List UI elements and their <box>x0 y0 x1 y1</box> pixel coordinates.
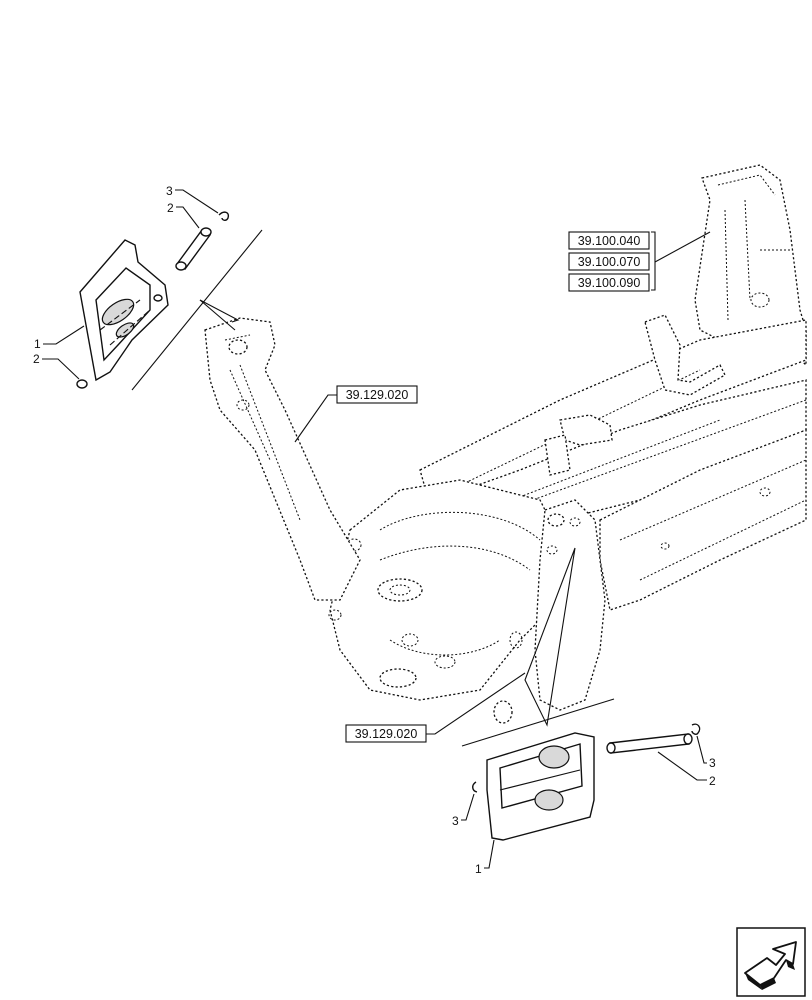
lower-pin <box>606 733 693 754</box>
reference-label[interactable]: 39.129.020 <box>355 727 418 741</box>
bracket-line <box>651 231 656 291</box>
reference-label[interactable]: 39.100.070 <box>578 255 641 269</box>
chassis-frame <box>204 164 807 724</box>
reference-box[interactable] <box>568 273 650 292</box>
reference-group-upper-left: 39.129.020 <box>294 385 418 443</box>
reference-label[interactable]: 39.100.040 <box>578 234 641 248</box>
callout-1-upper: 1 <box>34 337 41 351</box>
reference-label[interactable]: 39.100.090 <box>578 276 641 290</box>
lower-bracket-assembly <box>486 732 595 841</box>
upper-bracket-assembly <box>79 239 169 382</box>
lower-clips <box>472 723 701 793</box>
upper-clip <box>218 211 230 221</box>
reference-group-lower: 39.129.020 <box>345 672 526 743</box>
callout-3-lower-right: 3 <box>709 756 716 770</box>
leader-line <box>654 231 711 263</box>
reference-label[interactable]: 39.129.020 <box>346 388 409 402</box>
next-page-arrow-icon[interactable] <box>736 927 806 997</box>
callout-1-lower: 1 <box>475 862 482 876</box>
reference-group-top-right: 39.100.040 39.100.070 39.100.090 <box>568 231 711 292</box>
reference-box[interactable] <box>568 252 650 271</box>
callout-2-lower-right: 2 <box>709 774 716 788</box>
reference-box[interactable] <box>568 231 650 250</box>
upper-lower-clip <box>76 379 88 389</box>
callouts: 3 2 1 2 3 2 3 1 <box>33 184 716 876</box>
section-lines <box>131 229 615 747</box>
upper-pin <box>175 227 212 271</box>
callout-2-upper-bottom: 2 <box>33 352 40 366</box>
callout-3-upper: 3 <box>166 184 173 198</box>
callout-2-upper: 2 <box>167 201 174 215</box>
leader-line <box>426 672 526 735</box>
leader-line <box>294 394 337 443</box>
callout-3-lower-left: 3 <box>452 814 459 828</box>
